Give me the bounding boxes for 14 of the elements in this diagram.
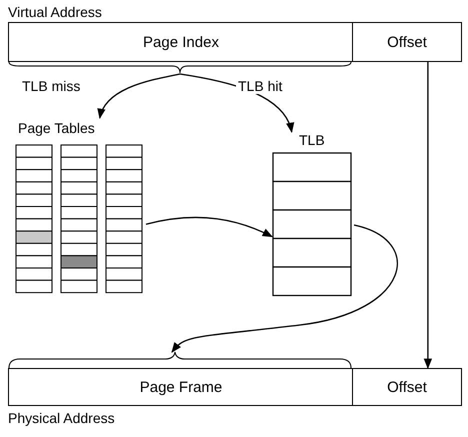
- address-label: Physical Address: [8, 410, 115, 426]
- address-field: Offset: [352, 22, 462, 62]
- address-field: Offset: [352, 368, 462, 406]
- address-field: Page Frame: [8, 368, 354, 406]
- table-title: TLB: [299, 132, 325, 148]
- edge-label: TLB miss: [20, 78, 82, 94]
- table-title: Page Tables: [18, 120, 95, 136]
- arrow: [171, 224, 398, 353]
- address-label: Virtual Address: [8, 4, 102, 20]
- arrow: [146, 216, 273, 238]
- arrow: [98, 73, 180, 119]
- address-field: Page Index: [8, 22, 354, 62]
- edge-label: TLB hit: [236, 78, 284, 94]
- arrow: [424, 62, 432, 370]
